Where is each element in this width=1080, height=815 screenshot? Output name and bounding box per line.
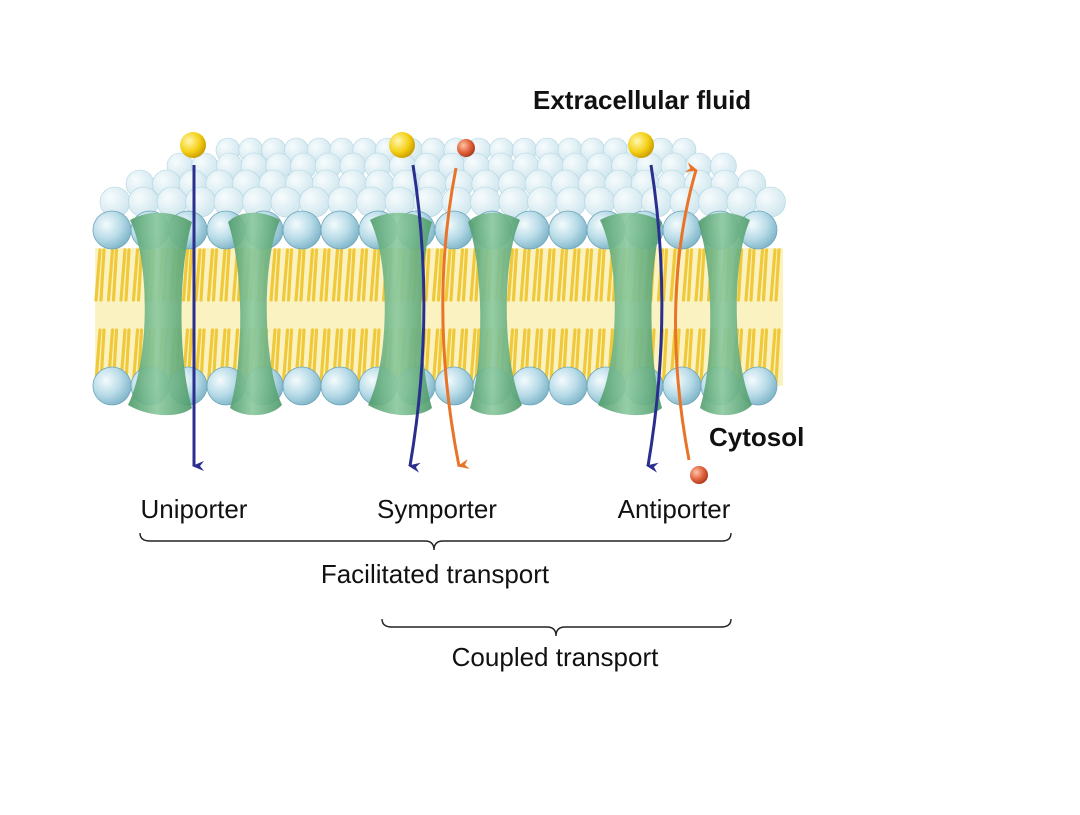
lipid-tail	[281, 248, 294, 302]
lipid-tail	[569, 248, 581, 302]
back-head-rows	[99, 137, 786, 218]
lipid-tail	[306, 248, 319, 302]
uniporter-solute	[180, 132, 206, 158]
lipid-tail	[556, 248, 569, 302]
lipid-tail	[319, 248, 331, 302]
antiporter-solute-b	[690, 466, 708, 484]
lipid-head	[320, 366, 360, 406]
symporter-arrow-a	[408, 164, 426, 473]
lipid-tail	[756, 248, 769, 302]
lipid-head	[548, 366, 588, 406]
lipid-tail	[294, 248, 306, 302]
lipid-tail	[531, 248, 544, 302]
lipid-tail	[581, 328, 594, 384]
symporter-solute-b	[457, 139, 475, 157]
lipid-tail	[344, 248, 356, 302]
lipid-tail	[519, 248, 531, 302]
lipid-tail	[594, 248, 606, 302]
lipid-head	[510, 210, 550, 250]
lipid-tail	[131, 248, 144, 302]
facilitated-bracket	[139, 532, 732, 551]
lipid-tail	[269, 248, 281, 302]
lipid-tail	[544, 248, 556, 302]
top-head-row	[92, 210, 778, 250]
symporter-label: Symporter	[377, 494, 497, 524]
lipid-tail	[431, 328, 444, 384]
symporter-protein	[368, 212, 522, 416]
lipid-head	[548, 210, 588, 250]
lipid-tail	[544, 328, 556, 384]
lipid-tail	[219, 248, 231, 302]
lipid-tail	[581, 248, 594, 302]
uniporter-label: Uniporter	[141, 494, 248, 524]
antiporter-arrow-a	[646, 164, 664, 473]
lipid-tail	[331, 248, 344, 302]
lipid-head	[434, 366, 474, 406]
lipid-head	[662, 366, 702, 406]
lipid-tail	[431, 248, 444, 302]
lipid-head	[92, 366, 132, 406]
lipid-tail	[769, 248, 781, 302]
uniporter-protein	[128, 212, 282, 416]
lipid-head	[320, 210, 360, 250]
antiporter-protein	[598, 212, 752, 416]
lipid-tail	[681, 248, 694, 302]
facilitated-label: Facilitated transport	[321, 559, 550, 589]
lipid-tail	[444, 248, 456, 302]
lipid-tail	[469, 328, 481, 384]
lipid-tail	[194, 248, 206, 302]
lipid-head	[92, 210, 132, 250]
lipid-bilayer	[92, 137, 786, 406]
antiporter-arrow-b	[674, 162, 698, 461]
lipid-tail	[206, 248, 219, 302]
lipid-tail	[369, 248, 381, 302]
lipid-head	[282, 210, 322, 250]
coupled-bracket	[381, 618, 732, 637]
lipid-tail	[744, 248, 756, 302]
symporter-solute-a	[389, 132, 415, 158]
lipid-tail	[694, 248, 706, 302]
symporter-arrow-b	[441, 167, 470, 469]
lipid-tail	[106, 248, 119, 302]
antiporter-label: Antiporter	[618, 494, 731, 524]
lipid-tail	[456, 248, 469, 302]
lipid-tail	[94, 248, 106, 302]
lipid-head	[434, 210, 474, 250]
coupled-label: Coupled transport	[452, 642, 659, 672]
lipid-tail	[119, 248, 131, 302]
extracellular-label: Extracellular fluid	[533, 85, 751, 115]
cytosol-label: Cytosol	[709, 422, 804, 452]
lipid-head	[282, 366, 322, 406]
lipid-tail	[181, 248, 194, 302]
lipid-tail	[506, 248, 519, 302]
antiporter-solute-a	[628, 132, 654, 158]
lipid-tail	[356, 248, 369, 302]
